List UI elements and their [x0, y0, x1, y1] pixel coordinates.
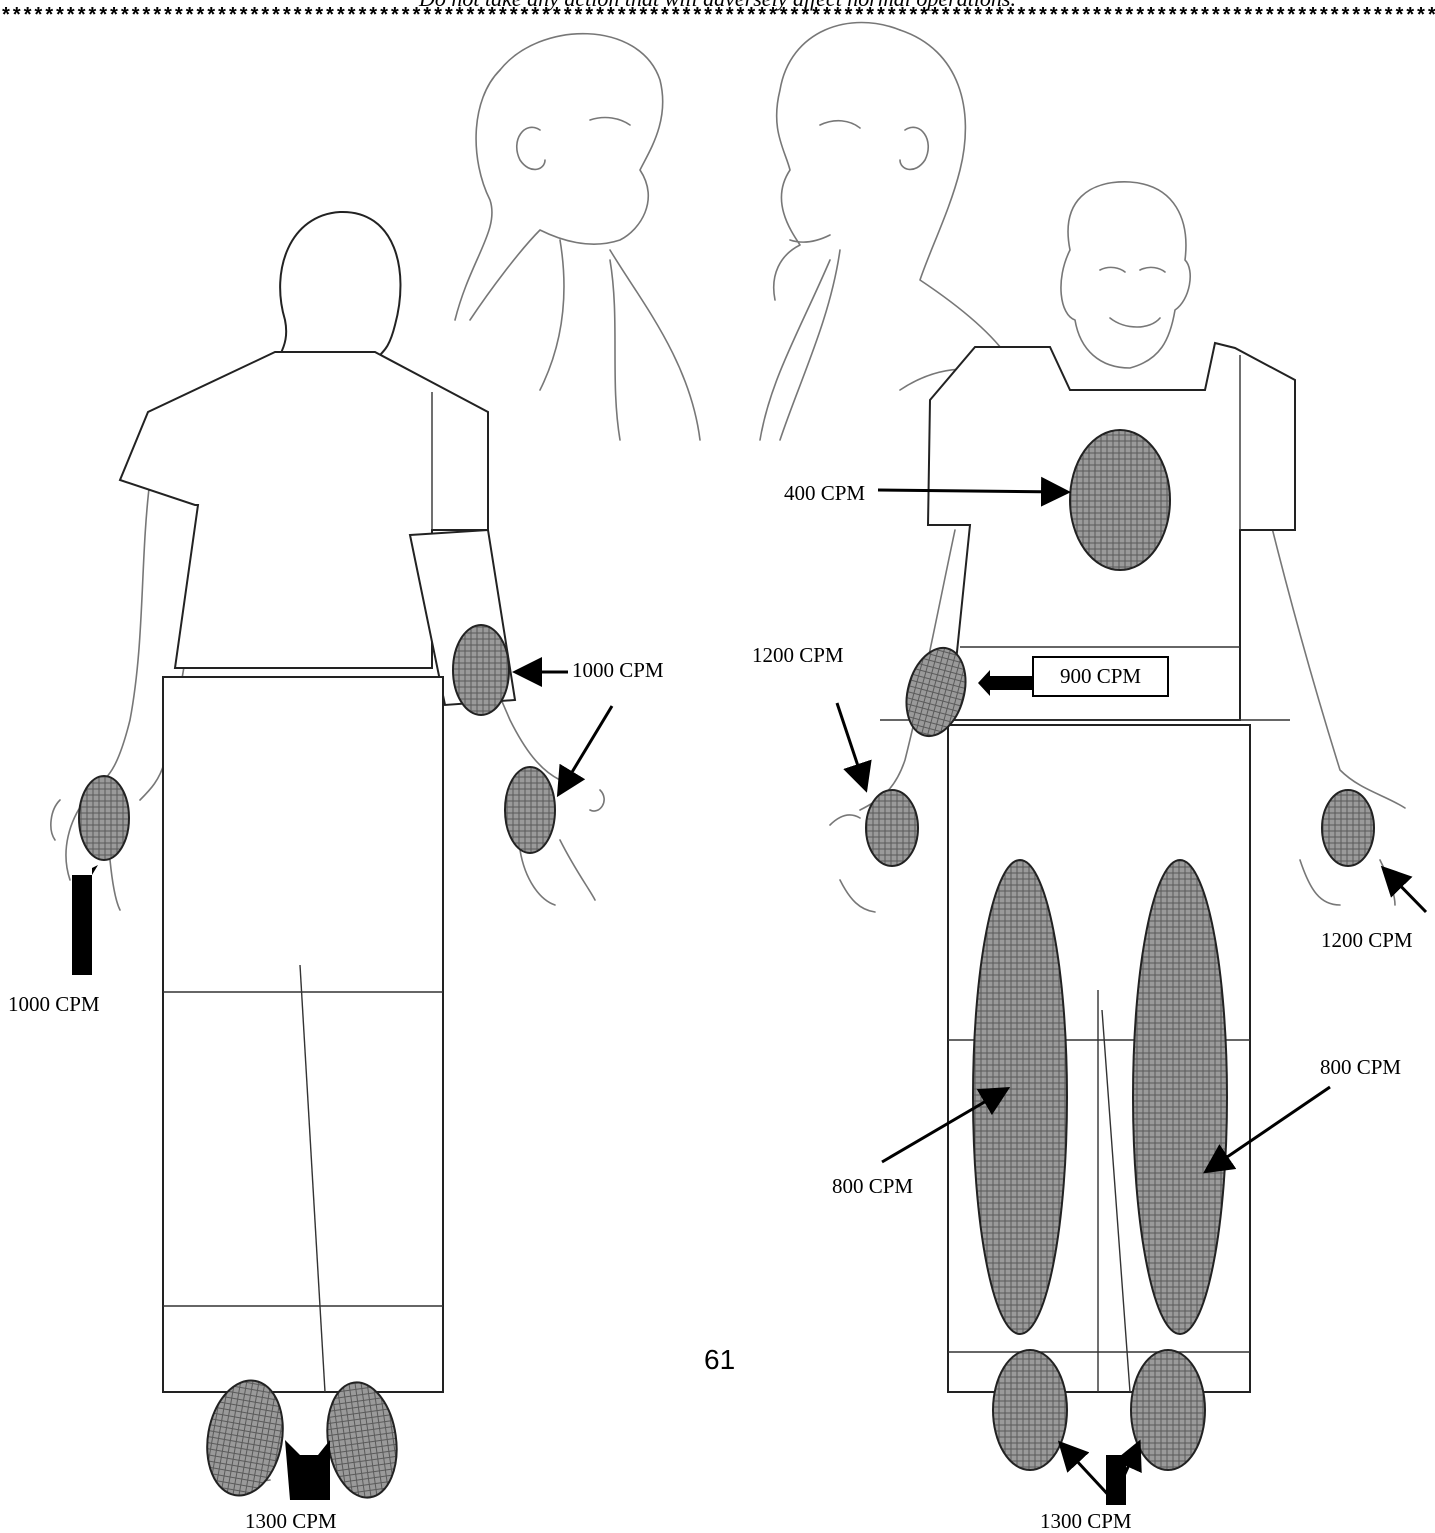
front-chest-label: 400 CPM	[784, 483, 865, 504]
front-right-leg-spot	[973, 860, 1067, 1334]
front-left-leg-label: 800 CPM	[1320, 1057, 1401, 1078]
front-right-foot-spot	[993, 1350, 1067, 1470]
front-waist-label: 900 CPM	[1032, 656, 1169, 697]
back-feet-label: 1300 CPM	[245, 1511, 337, 1532]
front-chest-spot	[1070, 430, 1170, 570]
front-left-leg-spot	[1133, 860, 1227, 1334]
page-number: 61	[704, 1344, 735, 1376]
back-wrist-spot	[505, 767, 555, 853]
back-palm-spot	[79, 776, 129, 860]
back-forearm-spot	[453, 625, 509, 715]
front-forearm-label: 1200 CPM	[752, 645, 844, 666]
back-palm-label: 1000 CPM	[8, 994, 100, 1015]
back-left-foot-spot	[198, 1374, 291, 1501]
front-right-palm-spot	[866, 790, 918, 866]
profile-head-left	[455, 34, 700, 440]
front-feet-label: 1300 CPM	[1040, 1511, 1132, 1532]
front-left-foot-spot	[1131, 1350, 1205, 1470]
back-forearm-label: 1000 CPM	[572, 660, 664, 681]
front-view-figure	[830, 182, 1426, 1505]
back-right-foot-spot	[320, 1378, 403, 1502]
back-view-figure	[51, 212, 612, 1502]
front-left-palm-label: 1200 CPM	[1321, 930, 1413, 951]
front-right-leg-label: 800 CPM	[832, 1176, 913, 1197]
front-left-palm-spot	[1322, 790, 1374, 866]
